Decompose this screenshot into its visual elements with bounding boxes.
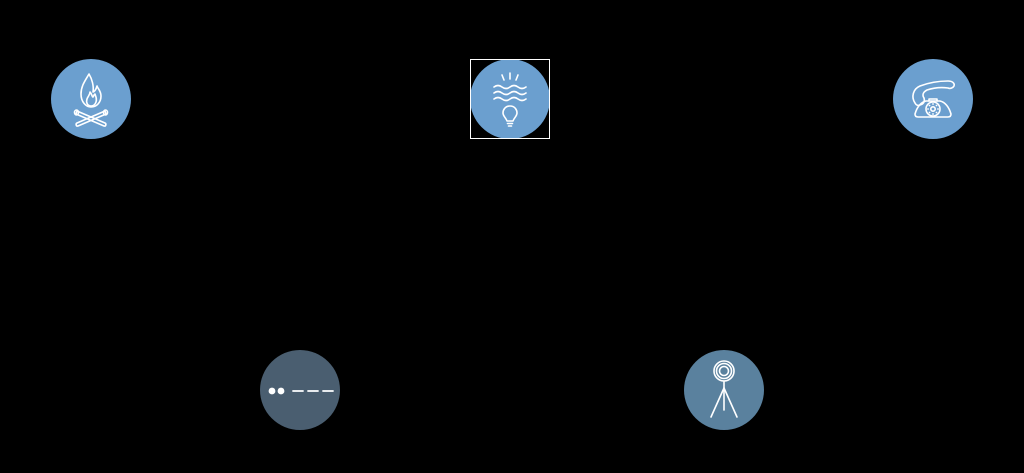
campfire-node[interactable]: Campfire <box>51 59 131 139</box>
lightbulb-water-icon <box>493 72 527 127</box>
morse-code-icon <box>268 387 334 395</box>
telephone-node[interactable]: Telephone <box>893 59 973 139</box>
spotlight-node[interactable]: Spotlight on tripod <box>684 350 764 430</box>
campfire-icon <box>73 73 109 127</box>
spotlight-tripod-icon <box>710 360 738 418</box>
lightbulb-water-node[interactable]: Lightbulb over water <box>470 59 550 139</box>
morse-code-node[interactable]: Dots and dashes <box>260 350 340 430</box>
telephone-icon <box>912 80 955 118</box>
